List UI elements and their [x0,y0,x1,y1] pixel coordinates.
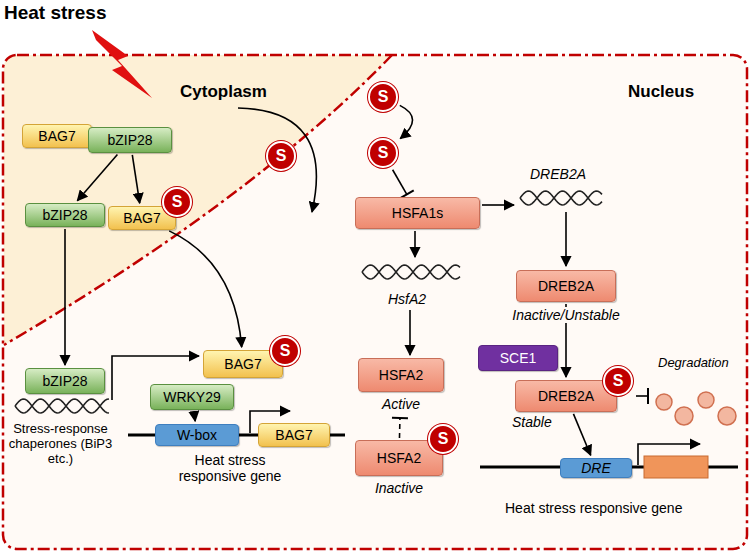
arrow-connector [77,155,117,201]
arrow-connector [132,155,139,203]
node-text: bZIP28 [42,207,87,223]
node-text: HSFA2 [377,450,421,466]
node-text: S [378,88,389,106]
nucleus-ground [3,55,747,549]
node-text: BAG7 [275,427,312,443]
node-text: SCE1 [500,350,537,366]
node-text: bZIP28 [107,132,152,148]
arrow [482,204,514,206]
sumo-circle: S [603,366,633,396]
node-text: BAG7 [123,210,160,226]
text-label: Inactive/Unstable [510,307,621,323]
text-label: Nucleus [628,82,694,102]
inhibition-bar [647,388,649,404]
node-text: DREB2A [538,388,594,404]
node-text: DRE [581,460,611,476]
promoter-element: DRE [560,458,632,478]
protein-box: bZIP28 [88,127,172,153]
inhibition-line [636,395,648,397]
promoter-element: W-box [155,424,239,446]
node-text: S [280,342,291,360]
cell-outline [3,55,747,549]
import-arrow [238,108,316,212]
arrow-connector [169,231,241,347]
arrow-connector [573,414,590,455]
degradation-fragments [656,392,736,425]
node-text: W-box [177,427,217,443]
protein-box: DREB2A [516,270,616,302]
sumo-circle: S [162,187,192,217]
dna-strand [362,265,460,279]
arrow [409,310,411,355]
protein-box: WRKY29 [150,384,234,410]
arrow [565,212,567,266]
dna-strand [15,399,109,413]
dna-strand [362,265,460,279]
node-text: WRKY29 [163,389,221,405]
lightning-bolt [92,30,152,98]
text-label: Degradation [658,356,729,371]
node-text: bZIP28 [42,373,87,389]
sumo-circle: S [428,424,458,454]
dna-strand [15,399,109,413]
inhibition-connector [393,170,407,195]
text-label: Cytoplasm [180,82,267,102]
node-text: S [378,144,389,162]
inhibition-connector [399,418,401,438]
node-text: S [613,372,624,390]
node-text: BAG7 [224,356,261,372]
node-text: S [276,147,287,165]
protein-box: bZIP28 [25,368,105,394]
text-label: Stress-response chaperones (BiP3 etc.) [8,422,113,467]
text-label: DREB2A [530,166,586,182]
nuclear-envelope [4,55,392,345]
dna-strand [520,191,602,205]
text-label: Stable [512,414,552,430]
protein-box: SCE1 [478,345,558,371]
inhibition-bar [392,417,408,419]
text-label: HsfA2 [388,291,426,307]
text-label: Active [382,396,420,412]
node-text: BAG7 [38,128,75,144]
sumo-circle: S [368,138,398,168]
arrow [414,231,416,257]
text-label: Heat stress responsive gene [505,500,682,516]
cytoplasm-ground [4,55,392,345]
node-text: S [438,430,449,448]
text-label: Heat stress responsive gene [160,452,300,484]
node-text: HSFA2 [379,367,423,383]
sumo-circle: S [266,141,296,171]
protein-box: HSFA2 [358,358,444,392]
coding-region [644,456,708,478]
text-label: Inactive [375,480,423,496]
arrow-connector [64,229,66,365]
arrow-connector [194,412,195,421]
dna-strand [520,191,602,205]
arrow-connector [400,105,413,138]
protein-box: DREB2A [515,380,617,412]
node-text: DREB2A [538,278,594,294]
node-text: HSFA1s [392,205,443,221]
sumo-circle: S [270,336,300,366]
protein-box: bZIP28 [25,203,105,227]
protein-box: BAG7 [22,124,92,148]
node-text: S [172,193,183,211]
title: Heat stress [4,2,106,24]
protein-box: BAG7 [258,423,330,447]
sumo-circle: S [368,82,398,112]
protein-box: HSFA1s [355,197,480,229]
